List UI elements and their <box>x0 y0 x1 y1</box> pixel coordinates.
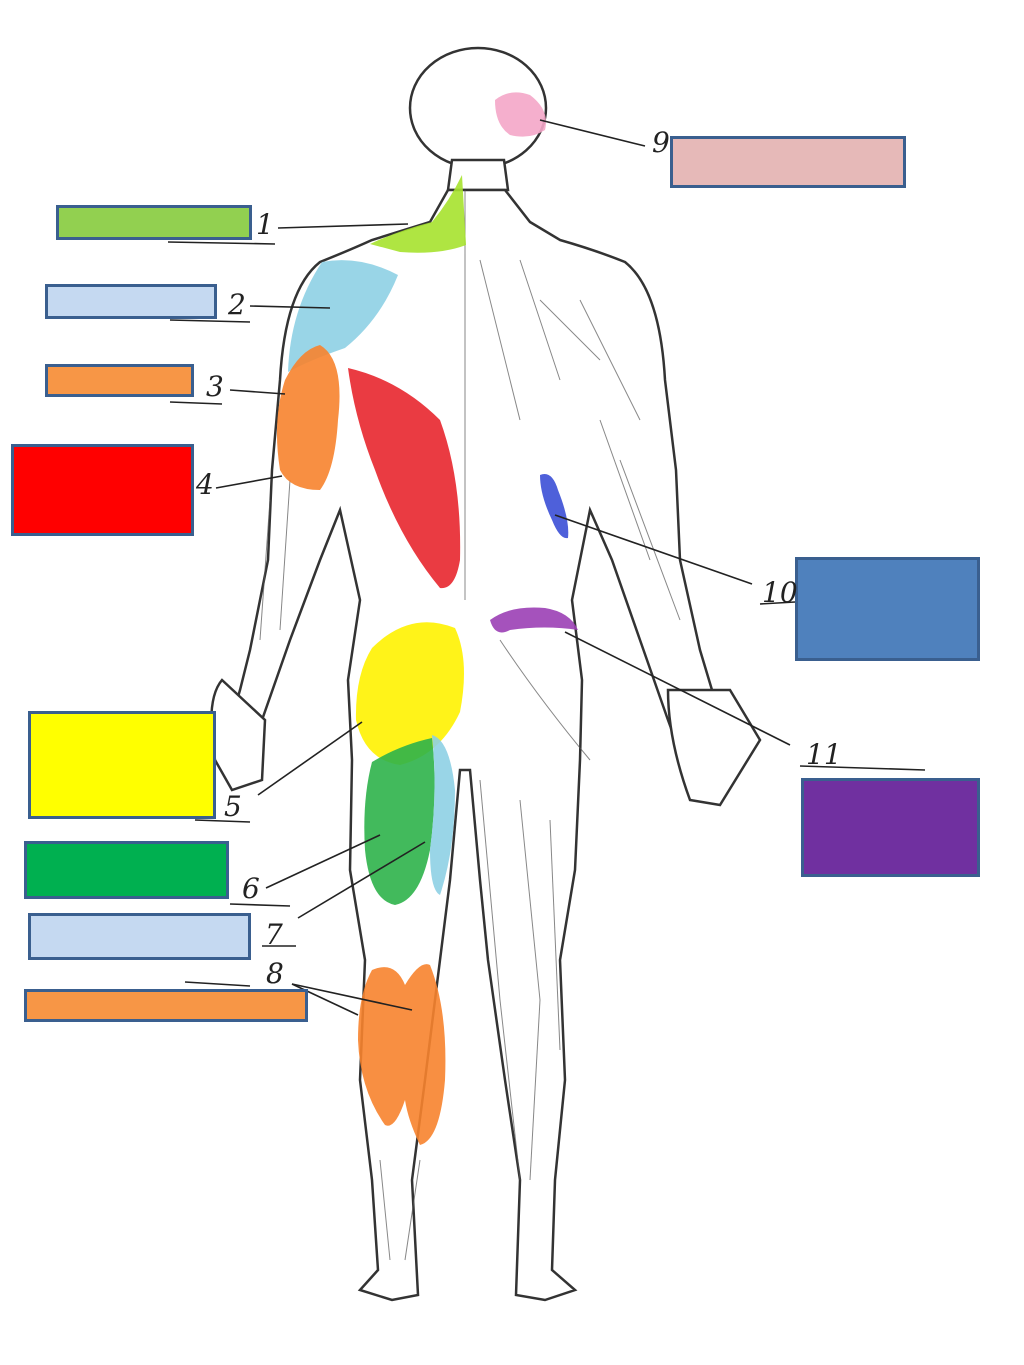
label-number-4: 4 <box>196 468 214 501</box>
label-number-10: 10 <box>762 576 798 609</box>
iliac-crest-highlight <box>490 607 578 633</box>
forearm-muscle-highlight <box>540 474 569 539</box>
occipital-highlight <box>495 92 546 137</box>
label-box-3[interactable] <box>45 364 194 397</box>
label-box-2[interactable] <box>45 284 217 319</box>
latissimus-dorsi-highlight <box>348 368 461 589</box>
body-outline <box>210 46 762 1302</box>
gastrocnemius-highlight <box>358 964 446 1145</box>
label-number-11: 11 <box>806 738 842 771</box>
label-number-1: 1 <box>256 208 274 241</box>
colored-muscles <box>276 92 578 1145</box>
deltoid-highlight <box>288 260 398 372</box>
label-box-9[interactable] <box>670 136 906 188</box>
label-box-4[interactable] <box>11 444 194 536</box>
trapezius-highlight <box>370 175 466 253</box>
label-box-1[interactable] <box>56 205 252 240</box>
muscle-texture-lines <box>259 190 681 1261</box>
triceps-highlight <box>276 345 340 490</box>
label-number-9: 9 <box>652 126 670 159</box>
label-number-3: 3 <box>206 370 224 403</box>
leader-lines <box>167 119 926 1016</box>
gluteus-maximus-highlight <box>355 622 464 765</box>
label-box-11[interactable] <box>801 778 980 877</box>
label-number-8: 8 <box>266 957 284 990</box>
label-number-7: 7 <box>265 918 283 951</box>
label-number-2: 2 <box>228 288 246 321</box>
label-box-5[interactable] <box>28 711 216 819</box>
label-box-10[interactable] <box>795 557 980 661</box>
label-box-6[interactable] <box>24 841 229 899</box>
label-number-5: 5 <box>224 790 242 823</box>
hamstring-highlight <box>364 738 435 905</box>
label-number-6: 6 <box>242 872 260 905</box>
semitendinosus-highlight <box>430 735 455 895</box>
label-box-8[interactable] <box>24 989 308 1022</box>
label-box-7[interactable] <box>28 913 251 960</box>
